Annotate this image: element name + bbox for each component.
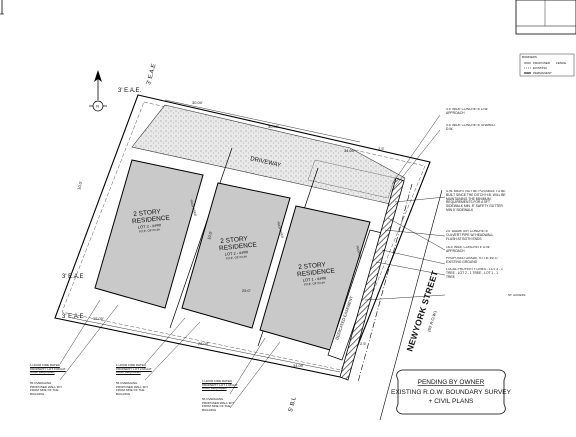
legend-item: EXISTING — [533, 66, 548, 70]
right-leaders — [364, 114, 446, 301]
dimension-label: 30.00' — [192, 100, 203, 105]
note-fire-lot3: 1 HOUR FIRE RATED PROPERTY LOT 3 RIGHT W… — [30, 364, 66, 374]
right-notes: 4.5' WIDE CONCRETE D.W. APPROACH 4.5' WI… — [446, 108, 525, 297]
note-fire-lot1: 1 HOUR FIRE RATED PROPERTY LOT 1 RIGHT W… — [202, 380, 238, 390]
lot-3-proposed: PROPOSED — [189, 199, 198, 217]
easement-label: 3' E.A.E — [146, 63, 157, 85]
lot-2-title: 2 STORY — [220, 235, 249, 245]
stamp-line3: + CIVIL PLANS — [429, 398, 474, 405]
legend-title: BORDERS — [522, 55, 537, 59]
lot-3-title: 2 STORY — [133, 208, 162, 218]
note-culvert: 24" DIAMETER CONCRETE CULVERT PIPE W/ HE… — [446, 230, 494, 241]
street-centerline — [357, 183, 413, 383]
stamp-line2: EXISTING R.O.W. BOUNDARY SURVEY — [391, 389, 512, 396]
street-row: (60' R.O.W.) — [426, 309, 438, 332]
lot-3-ffe: F.F.E. OF ##.## — [139, 227, 160, 233]
north-label: N — [96, 104, 99, 109]
top-dimensions: 30.00' 30.00' 34.00' 2.5' — [164, 99, 385, 153]
lot-1-proposed: PROPOSED — [355, 245, 364, 263]
note-overhang-lot3: 5ft OVERHANG PROPOSED WALL 3FT FROM SIDE… — [30, 382, 62, 396]
pending-stamp: PENDING BY OWNER EXISTING R.O.W. BOUNDAR… — [391, 369, 512, 415]
lot-2-residence: 2 STORY RESIDENCE LOT 2 - #### F.F.E. OF… — [181, 182, 291, 329]
easement-label: 5' B.L — [288, 396, 298, 413]
legend-item: PROPOSED — [533, 61, 551, 65]
left-notes: 1 HOUR FIRE RATED PROPERTY LOT 3 RIGHT W… — [30, 364, 238, 412]
easement-label: 3' E.A.E. — [118, 88, 141, 94]
street-curb — [339, 177, 405, 381]
setback-dimension: 25.0' — [242, 288, 251, 293]
note-sidewalk: S.W. MIGHT NOT BE POSSIBLE TO BE BUILT S… — [446, 190, 506, 212]
lot-line — [169, 147, 233, 329]
legend: BORDERS PROPOSED EXISTING PERMANENT FENC… — [519, 53, 575, 77]
dimension-label: 32.00' — [93, 316, 104, 321]
lot-1-number: LOT 1 - #### — [302, 275, 327, 283]
dimension-label: 34.00' — [293, 363, 304, 368]
bottom-dimensions: 32.00' 28.00' 34.00' 2.5' — [71, 316, 367, 373]
note-overhang-lot1: 5ft OVERHANG PROPOSED WALL 3FT FROM SIDE… — [202, 398, 234, 412]
legend-item: FENCE — [556, 61, 566, 65]
lot-3-residence: 2 STORY RESIDENCE LOT 3 - #### F.F.E. OF… — [94, 159, 204, 309]
note-dw-approach: 4.5' WIDE CONCRETE D.W. APPROACH — [446, 108, 489, 115]
note-trees: LOCAL PROPERTY LINES - LOT 3 - 1 TREE - … — [446, 268, 503, 279]
side-dimension: 10.0' — [76, 180, 83, 190]
note-overhang-lot2: 5ft OVERHANG PROPOSED WALL 3FT FROM SIDE… — [116, 382, 148, 396]
note-dw-approach-2: 16.5' WIDE CONCRETE D.W. APPROACH — [446, 246, 491, 253]
side-dimension: 10.0' — [206, 230, 213, 240]
dimension-label: 2.5' — [360, 341, 367, 346]
lot-2-subtitle: RESIDENCE — [219, 241, 258, 252]
dimension-label: 30.00' — [268, 124, 279, 129]
legend-item: PERMANENT — [533, 71, 552, 75]
note-grade: PROPOSED GRADE TO TIE INTO EXISTING GROU… — [446, 257, 498, 264]
lot-3-subtitle: RESIDENCE — [132, 214, 171, 225]
note-fire-lot2: 1 HOUR FIRE RATED PROPERTY LOT 2 RIGHT W… — [116, 364, 152, 374]
lot-1-title: 2 STORY — [298, 261, 327, 271]
dimension-label: 2.5' — [378, 146, 385, 151]
lot-2-ffe: F.F.E. OF ##.## — [226, 254, 247, 260]
lot-2-number: LOT 2 - #### — [224, 249, 249, 257]
note-shared-dw: 4.5' WIDE CONCRETE SHARED D.W. — [446, 124, 495, 131]
stamp-line1: PENDING BY OWNER — [418, 379, 485, 386]
north-arrow-icon: N — [89, 70, 107, 112]
dimension-label: 28.00' — [198, 341, 209, 346]
note-st-access: ST. ACCESS — [508, 293, 525, 297]
left-leaders — [59, 299, 281, 409]
dimension-label: 34.00' — [344, 148, 355, 153]
lot-2-proposed: PROPOSED — [276, 221, 285, 239]
easement-label: 3' E.A.E — [62, 274, 84, 280]
lot-1-subtitle: RESIDENCE — [297, 267, 336, 278]
easement-label: 3' E.A.E — [62, 314, 84, 320]
lot-3-number: LOT 3 - #### — [137, 222, 162, 230]
street-edge — [379, 189, 443, 421]
lot-1-ffe: F.F.E. OF ##.## — [304, 280, 325, 286]
title-block-frame — [515, 0, 576, 35]
driveway-approach — [307, 159, 396, 199]
